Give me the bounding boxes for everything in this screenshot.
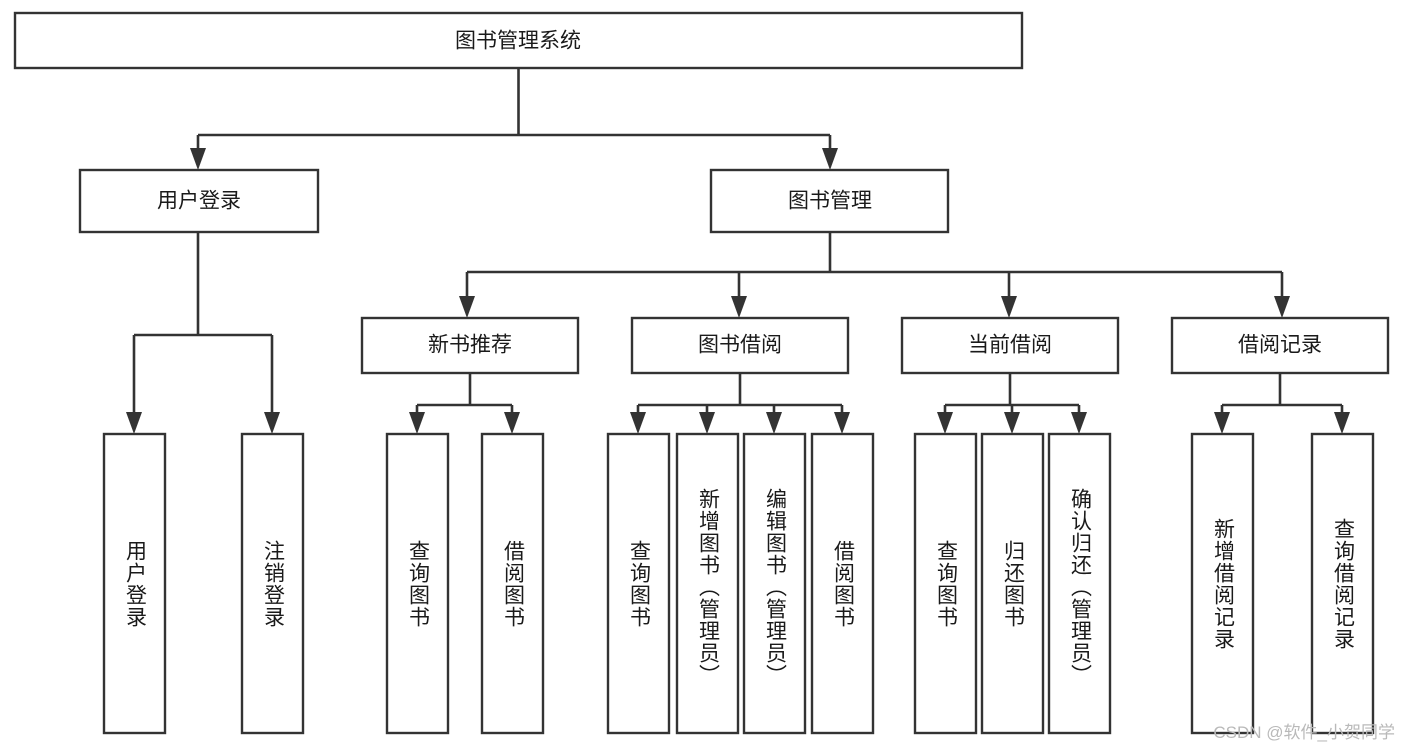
arrow-head-leaf-logout <box>264 412 280 434</box>
node-book-borrow-label: 图书借阅 <box>698 334 782 357</box>
arrow-head-leaf-query-book-recommend <box>409 412 425 434</box>
node-layer: 图书管理系统 用户登录 图书管理 新书推荐 图书借阅 当前借阅 借阅记录 <box>13 11 1390 735</box>
node-leaf-edit-book-admin[interactable] <box>742 432 807 735</box>
node-root-label: 图书管理系统 <box>455 30 581 53</box>
node-leaf-borrow-book[interactable] <box>810 432 875 735</box>
node-leaf-user-login[interactable] <box>102 432 167 735</box>
arrow-head-book-borrow <box>731 296 747 318</box>
arrow-head-leaf-borrow-book <box>834 412 850 434</box>
node-leaf-query-book-borrow[interactable] <box>606 432 671 735</box>
node-borrow-record[interactable] <box>1170 316 1390 375</box>
node-new-book-recommend-label: 新书推荐 <box>428 334 512 357</box>
node-borrow-record-label: 借阅记录 <box>1238 334 1322 357</box>
connector-layer <box>126 68 1350 434</box>
node-leaf-query-borrow-record[interactable] <box>1310 432 1375 735</box>
node-leaf-query-book-current[interactable] <box>913 432 978 735</box>
node-leaf-borrow-book-recommend[interactable] <box>480 432 545 735</box>
arrow-head-leaf-query-borrow-record <box>1334 412 1350 434</box>
arrow-head-leaf-query-book-borrow <box>630 412 646 434</box>
node-user-login-label: 用户登录 <box>157 190 241 213</box>
arrow-head-book-manage <box>822 148 838 170</box>
arrow-head-leaf-add-book-admin <box>699 412 715 434</box>
arrow-head-leaf-query-book-current <box>937 412 953 434</box>
arrow-head-borrow-record <box>1274 296 1290 318</box>
node-user-login[interactable] <box>78 168 320 234</box>
node-new-book-recommend[interactable] <box>360 316 580 375</box>
node-current-borrow-label: 当前借阅 <box>968 334 1052 357</box>
arrow-head-leaf-user-login <box>126 412 142 434</box>
arrow-head-user-login <box>190 148 206 170</box>
node-current-borrow[interactable] <box>900 316 1120 375</box>
arrow-head-leaf-borrow-book-recommend <box>504 412 520 434</box>
node-book-manage-label: 图书管理 <box>788 190 872 213</box>
arrow-head-leaf-add-borrow-record <box>1214 412 1230 434</box>
node-root[interactable] <box>13 11 1024 70</box>
arrow-head-leaf-confirm-return-admin <box>1071 412 1087 434</box>
node-leaf-add-borrow-record[interactable] <box>1190 432 1255 735</box>
node-book-borrow[interactable] <box>630 316 850 375</box>
node-leaf-query-book-recommend[interactable] <box>385 432 450 735</box>
arrow-head-leaf-edit-book-admin <box>766 412 782 434</box>
node-leaf-confirm-return-admin[interactable] <box>1047 432 1112 735</box>
node-leaf-return-book[interactable] <box>980 432 1045 735</box>
node-book-manage[interactable] <box>709 168 950 234</box>
arrow-head-new-book-recommend <box>459 296 475 318</box>
arrow-head-current-borrow <box>1001 296 1017 318</box>
arrow-head-leaf-return-book <box>1004 412 1020 434</box>
node-leaf-logout[interactable] <box>240 432 305 735</box>
node-leaf-add-book-admin[interactable] <box>675 432 740 735</box>
